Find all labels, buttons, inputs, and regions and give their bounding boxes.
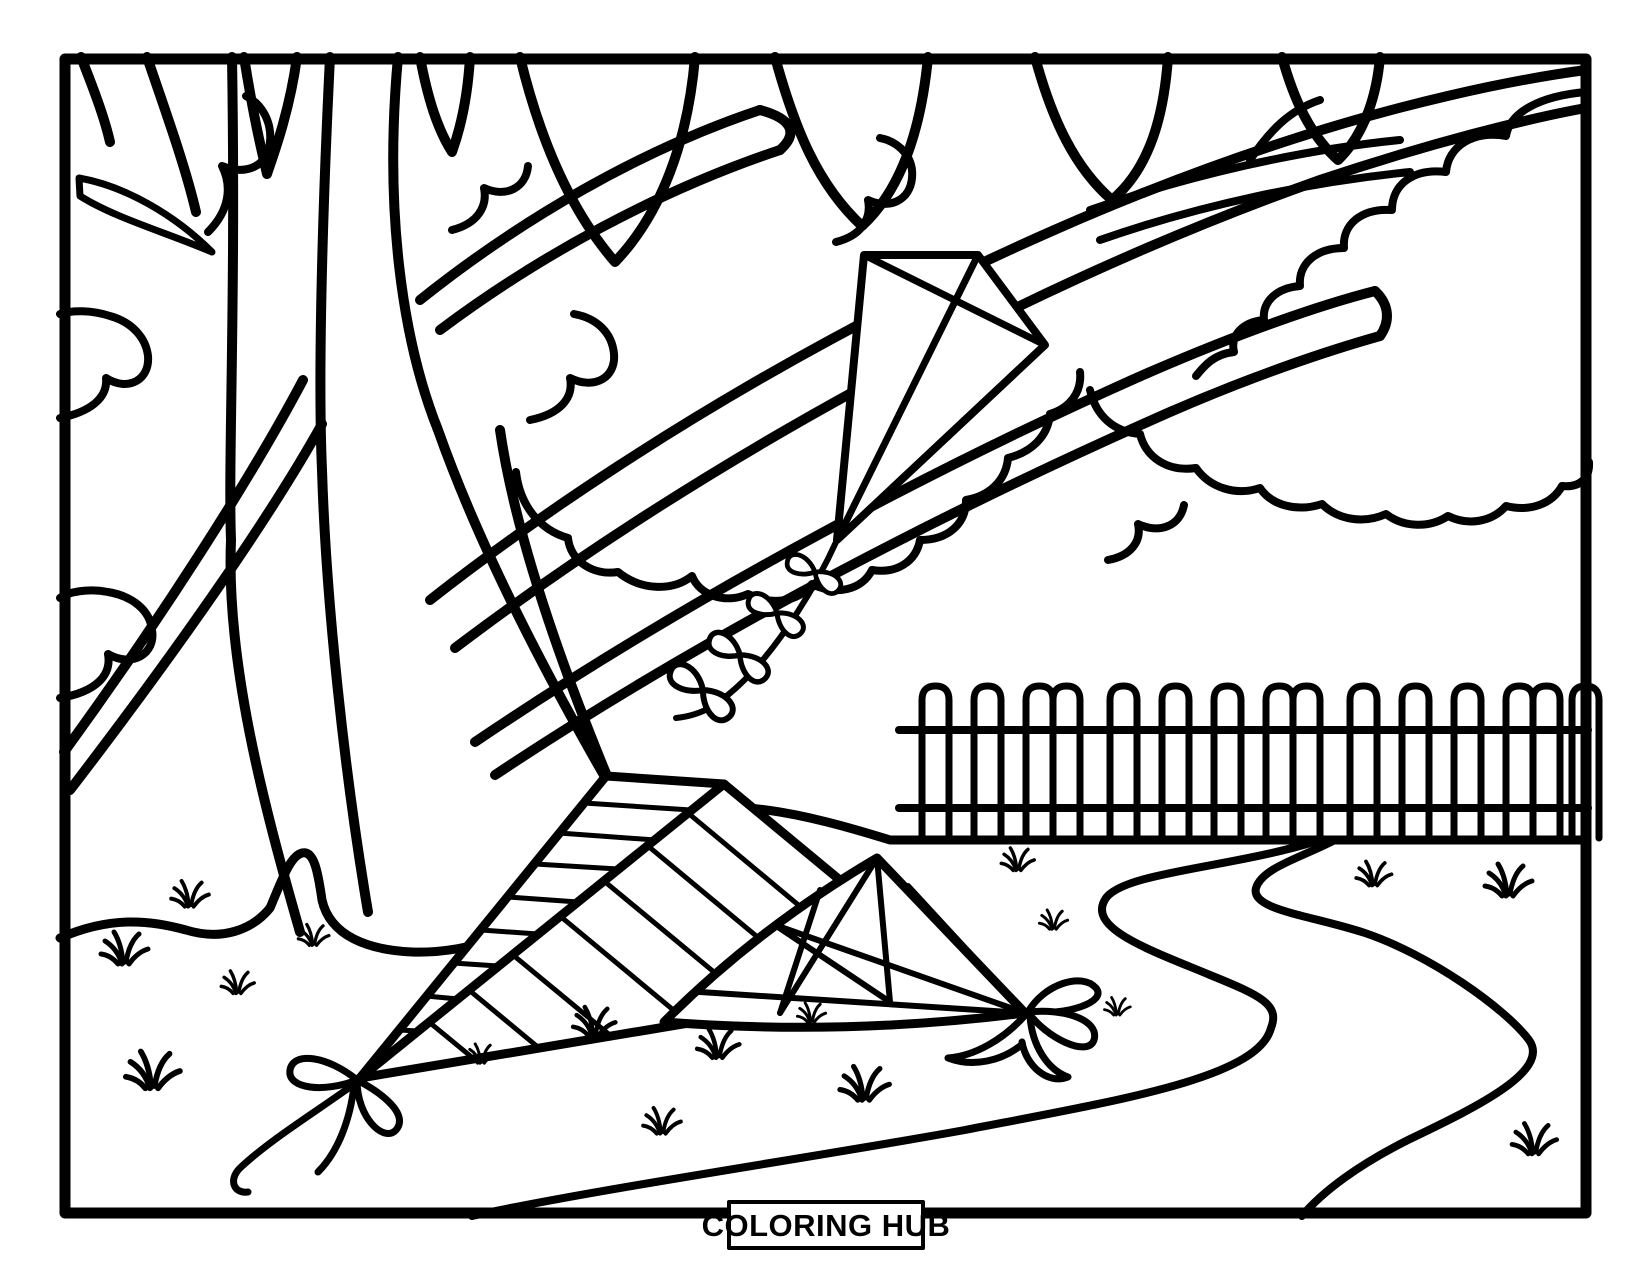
kite-spine <box>355 779 729 1083</box>
picket-fence <box>895 682 1603 842</box>
fence-picket <box>1450 682 1485 842</box>
fence-pickets <box>918 682 1603 842</box>
leaf-sliver <box>75 174 216 256</box>
branch-tip <box>755 105 796 155</box>
branch <box>65 419 327 795</box>
cloud-edge <box>1104 501 1188 564</box>
branch <box>435 145 785 335</box>
fence-picket <box>1210 682 1245 842</box>
branch <box>490 331 1385 780</box>
twig <box>1096 168 1414 244</box>
tree <box>59 52 1591 937</box>
fence-picket <box>1049 682 1084 842</box>
branch-fork <box>1277 52 1385 165</box>
fence-picket <box>1398 682 1433 842</box>
trunk-bark-line <box>315 52 373 917</box>
winding-path <box>468 837 1537 1220</box>
fence-picket <box>1346 682 1381 842</box>
web-kite-bow <box>944 977 1102 1083</box>
trunk-top-notch <box>415 52 475 157</box>
branch <box>76 52 115 147</box>
branch-tip <box>1370 286 1392 341</box>
fence-picket <box>970 682 1005 842</box>
twig <box>1086 136 1404 214</box>
branch <box>59 375 308 757</box>
brand-label-box <box>727 1200 925 1250</box>
branch-fork <box>515 52 700 267</box>
trunk-top-notch <box>239 52 302 179</box>
fence-picket <box>1529 682 1564 842</box>
branch <box>415 105 765 305</box>
brand-label: COLORING HUB <box>702 1200 951 1250</box>
twig <box>1246 96 1324 164</box>
brand-label-text: COLORING HUB <box>702 1208 951 1243</box>
web-ground-kite <box>659 853 1102 1083</box>
striped-kite-bow <box>230 1054 403 1196</box>
trunk-left-edge <box>225 52 305 937</box>
branch <box>142 52 201 217</box>
fence-picket <box>1106 682 1141 842</box>
kite-web-lines <box>697 855 1028 1016</box>
cloud-edge <box>1086 386 1594 529</box>
path-left-edge <box>468 837 1321 1220</box>
cloud-edge <box>526 310 619 424</box>
fence-picket <box>1158 682 1193 842</box>
cloud-edge <box>56 307 153 422</box>
branch <box>450 103 1591 653</box>
cloud-edge <box>204 92 275 236</box>
fence-picket <box>918 682 953 842</box>
branch <box>470 286 1380 747</box>
path-right-edge <box>1251 837 1537 1220</box>
kite-sail <box>659 853 1030 1032</box>
branch-fork <box>770 52 933 231</box>
cloud-edge <box>448 162 532 234</box>
fence-picket <box>1289 682 1324 842</box>
trunk-bark-line <box>495 425 627 817</box>
kite-spar <box>833 251 982 544</box>
flying-kite <box>665 251 1049 728</box>
